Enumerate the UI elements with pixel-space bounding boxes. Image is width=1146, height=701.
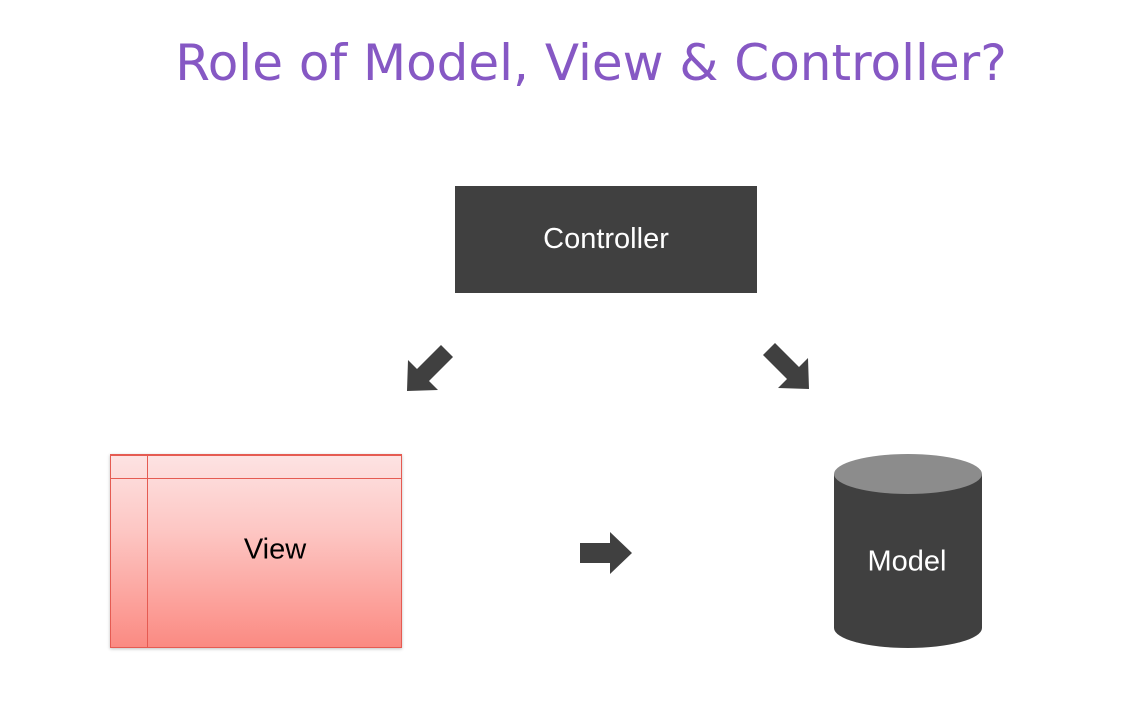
database-cylinder-icon (834, 454, 982, 648)
arrow-down-left-icon (407, 345, 453, 391)
arrow-down-right-icon (763, 343, 809, 389)
model-label: Model (867, 545, 947, 578)
slide-title: Role of Model, View & Controller? (175, 34, 1007, 92)
controller-box: Controller (455, 186, 757, 293)
view-sidebar-divider (147, 455, 148, 647)
view-label: View (243, 533, 307, 566)
controller-label: Controller (543, 223, 669, 255)
arrow-right-icon (580, 532, 632, 574)
view-title-bar (111, 455, 401, 456)
view-toolbar-divider (111, 478, 401, 479)
view-window: View (110, 454, 402, 648)
